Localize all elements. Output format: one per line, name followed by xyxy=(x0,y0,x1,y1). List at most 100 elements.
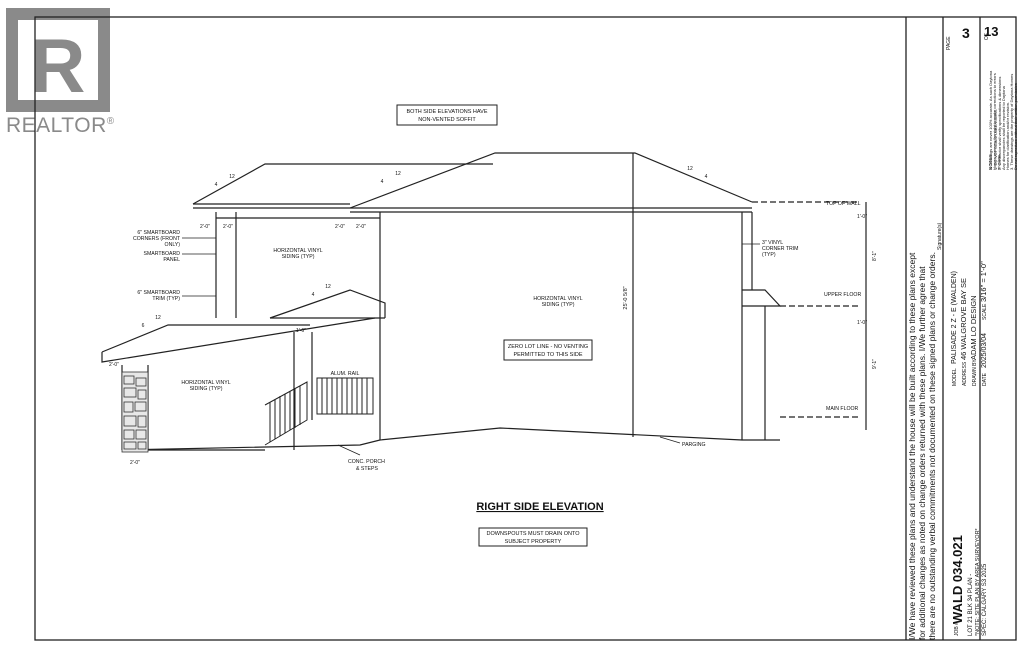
stair-railing xyxy=(264,381,308,446)
page-number: 3 xyxy=(962,25,970,41)
level-upper-floor: UPPER FLOOR xyxy=(824,292,861,298)
callout-siding-main-1: HORIZONTAL VINYL xyxy=(533,296,582,302)
dim-upper-height: 8'-1" xyxy=(872,251,878,261)
note-box-zero-lot xyxy=(503,339,593,361)
callout-siding-main-2: SIDING (TYP) xyxy=(542,302,575,308)
callout-vinyl-corner-3: (TYP) xyxy=(762,252,776,258)
callout-smartboard-trim-1: 6" SMARTBOARD xyxy=(137,290,180,296)
pitch-rise-3: 4 xyxy=(705,174,708,180)
realtor-logo: R xyxy=(6,8,110,112)
drawn-label: DRAWN BY xyxy=(972,359,978,386)
notes-header: NOTES xyxy=(988,154,993,170)
note-line: Any discrepancies shall be reported to D… xyxy=(1001,85,1006,170)
callout-smartboard-corners-2: CORNERS (FRONT xyxy=(133,236,181,242)
note-line: Homes for clarification and/or revision. xyxy=(1005,102,1010,170)
agreement-line2: for additional changes as noted on chang… xyxy=(917,266,927,640)
model-label: MODEL xyxy=(952,368,958,386)
pitch-run-5: 12 xyxy=(155,315,161,321)
scale-label: SCALE xyxy=(982,303,988,320)
lot-line: LOT 21 BLK 34 PLAN - xyxy=(968,574,974,636)
note-soffit-line1: BOTH SIDE ELEVATIONS HAVE xyxy=(407,109,488,115)
callout-parging: PARGING xyxy=(682,442,706,448)
callout-alum-rail: ALUM. RAIL xyxy=(331,371,360,377)
pitch-run-4: 12 xyxy=(325,284,331,290)
page-label: PAGE xyxy=(946,36,952,50)
pitch-run-3: 12 xyxy=(687,166,693,172)
job-number: WALD 034.021 xyxy=(950,535,965,624)
spec-line: SPEC: CALGARY S3 2025 xyxy=(982,563,988,636)
address-value: 46 WALGROVE BAY SE xyxy=(959,278,968,360)
dim-height: 25'-0 5/8" xyxy=(623,286,629,309)
note-line: Do not reproduce without their written p… xyxy=(1013,83,1018,170)
level-top-of-wall: TOP OF WALL xyxy=(826,201,861,207)
dim-eave-a: 2'-0" xyxy=(200,224,210,230)
callout-siding-lower-1: HORIZONTAL VINYL xyxy=(181,380,230,386)
porch-railing xyxy=(316,377,374,415)
callout-siding-lower-2: SIDING (TYP) xyxy=(190,386,223,392)
logo-letter: R xyxy=(31,24,86,109)
dim-main-height: 9'-1" xyxy=(872,359,878,369)
site-note: *NOTE: SITE PLAN BY AREA SURVEYOR* xyxy=(975,527,981,636)
callout-smartboard-corners-1: 6" SMARTBOARD xyxy=(137,230,180,236)
callout-smartboard-corners-3: ONLY) xyxy=(165,242,181,248)
dim-step: 1'-6" xyxy=(296,328,306,334)
callout-smartboard-panel-2: PANEL xyxy=(163,257,180,263)
note-line: 2. Contractor shall verify specification… xyxy=(997,77,1002,170)
scale-value: 3/16" = 1'-0" xyxy=(979,261,988,302)
dim-floor-b: 1'-0" xyxy=(857,320,867,326)
date-value: 2025/03/04 xyxy=(981,333,988,368)
level-main-floor: MAIN FLOOR xyxy=(826,406,859,412)
callout-smartboard-trim-2: TRIM (TYP) xyxy=(152,296,180,302)
of-label: OF xyxy=(984,33,990,40)
note-soffit-line2: NON-VENTED SOFFIT xyxy=(418,117,476,123)
date-label: DATE xyxy=(982,372,988,386)
note-line: Homes reserves the right to make correct… xyxy=(992,73,997,170)
pitch-rise-1: 4 xyxy=(215,182,218,188)
model-value: PALISADE 2 Z - E (WALDEN) xyxy=(951,271,958,364)
note-zero-lot-line1: ZERO LOT LINE - NO VENTING xyxy=(508,344,588,350)
note-downspouts-line1: DOWNSPOUTS MUST DRAIN ONTO xyxy=(487,531,581,537)
dim-floor-a: 1'-0" xyxy=(857,214,867,220)
address-label: ADDRESS xyxy=(962,361,968,386)
pitch-rise-4: 4 xyxy=(312,292,315,298)
drawing-title: RIGHT SIDE ELEVATION xyxy=(476,501,603,513)
callout-vinyl-corner-2: CORNER TRIM xyxy=(762,246,799,252)
callout-smartboard-panel-1: SMARTBOARD xyxy=(143,251,180,257)
dim-eave-d: 2'-0" xyxy=(356,224,366,230)
dim-eave-porch: 2'-0" xyxy=(109,362,119,368)
callout-vinyl-corner-1: 3" VINYL xyxy=(762,240,783,246)
note-downspouts-line2: SUBJECT PROPERTY xyxy=(505,539,562,545)
callout-porch-1: CONC. PORCH xyxy=(348,459,385,465)
dim-eave-bottom: 2'-0" xyxy=(130,460,140,466)
leader-lines xyxy=(182,237,760,456)
agreement-line3: there are no outstanding verbal commitme… xyxy=(927,252,937,640)
pitch-rise-2: 4 xyxy=(381,179,384,185)
drawn-value: ADAM LO DESIGN xyxy=(969,295,978,360)
signature-label: Signature(s) xyxy=(937,222,943,250)
pitch-run-1: 12 xyxy=(229,174,235,180)
pitch-run-2: 12 xyxy=(395,171,401,177)
callout-porch-2: & STEPS xyxy=(356,466,378,472)
dim-eave-c: 2'-0" xyxy=(335,224,345,230)
note-line: 1. DO NOT SCALE DIMENSIONS xyxy=(993,109,998,170)
note-line: 3. These drawings are the property of Da… xyxy=(1009,74,1014,170)
callout-siding-upper-2: SIDING (TYP) xyxy=(282,254,315,260)
total-pages: 13 xyxy=(984,24,998,39)
title-block-job: JOB # WALD 034.021 LOT 21 BLK 34 PLAN - … xyxy=(950,261,988,636)
callout-siding-upper-1: HORIZONTAL VINYL xyxy=(273,248,322,254)
pitch-rise-5: 6 xyxy=(142,323,145,329)
title-block-notes: NOTES 1. DO NOT SCALE DIMENSIONS 2. Cont… xyxy=(988,74,1018,170)
dim-eave-b: 2'-0" xyxy=(223,224,233,230)
note-box-soffit xyxy=(396,104,498,126)
house-outline xyxy=(101,152,867,451)
note-line: 4. Drawings are never 100% accurate. As … xyxy=(988,70,993,170)
stone-veneer xyxy=(121,371,149,453)
realtor-wordmark: REALTOR® xyxy=(6,114,115,137)
sheet-border xyxy=(34,16,1017,641)
note-line: on plans. xyxy=(996,154,1001,170)
title-block-agreement: I/We have reviewed these plans and under… xyxy=(907,222,943,640)
job-label: JOB # xyxy=(954,622,960,636)
agreement-line1: I/We have reviewed these plans and under… xyxy=(907,252,917,640)
